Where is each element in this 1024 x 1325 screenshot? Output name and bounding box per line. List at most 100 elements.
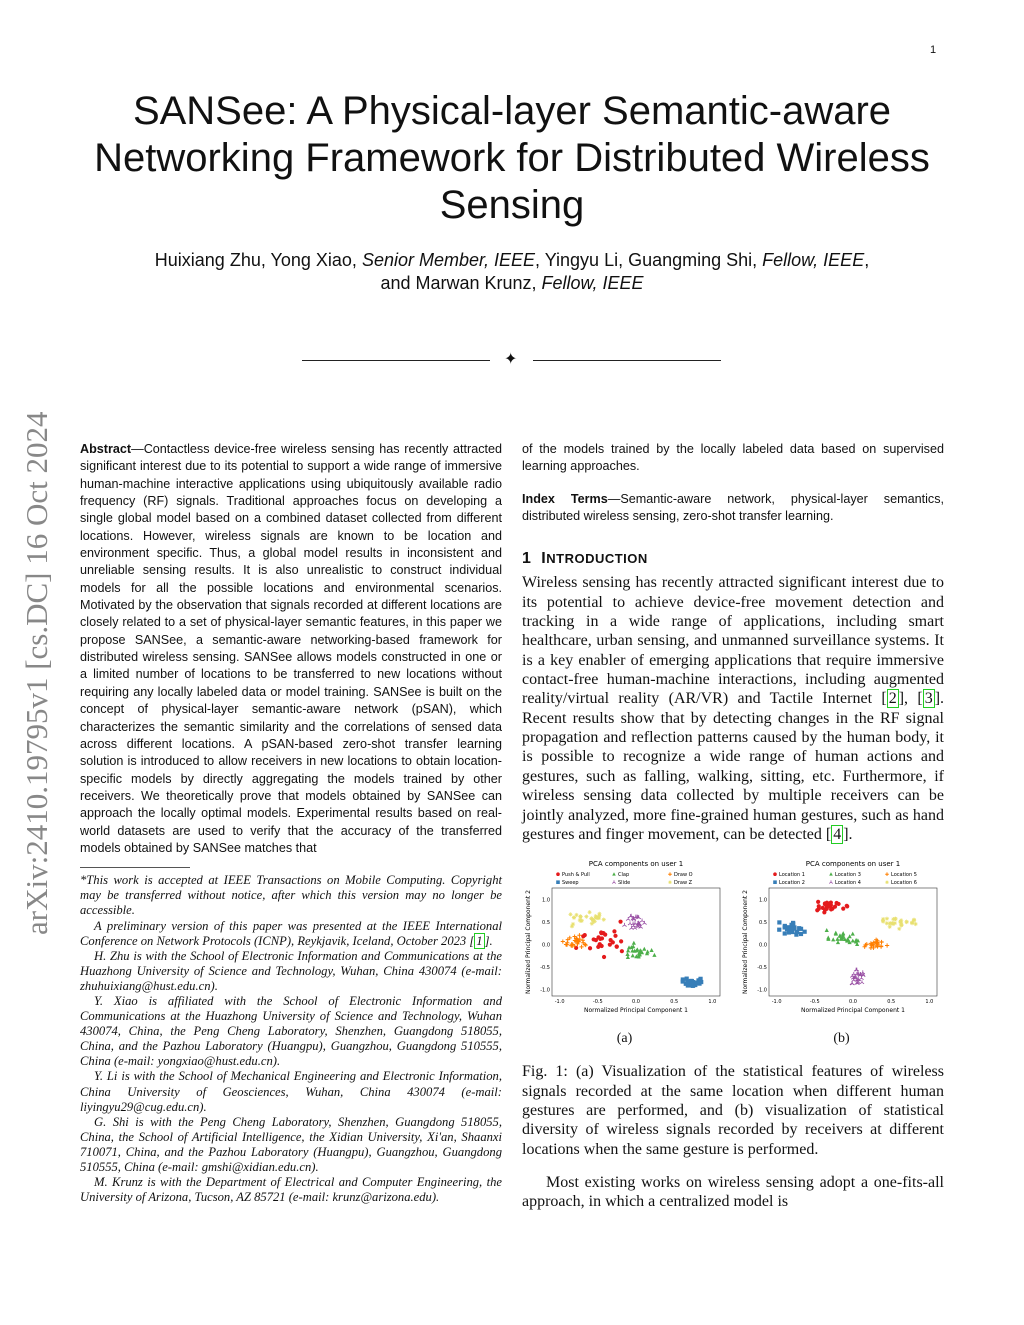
- data-point: [899, 918, 904, 923]
- data-point: [582, 933, 587, 938]
- footnotes: *This work is accepted at IEEE Transacti…: [80, 873, 502, 1205]
- data-point: [636, 951, 642, 956]
- data-point: [570, 922, 576, 927]
- authors-text: Huixiang Zhu, Yong Xiao,: [154, 250, 362, 270]
- authors-text: and Marwan Krunz,: [380, 273, 542, 293]
- author-list: Huixiang Zhu, Yong Xiao, Senior Member, …: [154, 250, 870, 293]
- data-point: [583, 943, 588, 948]
- data-point: [693, 983, 698, 988]
- data-point: [574, 945, 579, 951]
- y-tick-label: -0.5: [540, 965, 550, 971]
- data-point: [593, 914, 598, 919]
- section-title: I: [541, 550, 547, 568]
- data-point: [622, 923, 627, 928]
- data-point: [618, 919, 623, 924]
- data-point: [587, 910, 592, 915]
- data-point: [879, 940, 884, 945]
- data-point: [874, 940, 879, 945]
- data-point: [569, 942, 574, 947]
- data-point: [875, 943, 880, 949]
- data-point: [786, 930, 791, 935]
- data-point: [574, 913, 579, 918]
- data-point: [822, 907, 828, 913]
- citation-link[interactable]: 2: [886, 689, 899, 709]
- citation-link[interactable]: 3: [922, 689, 935, 709]
- data-point: [854, 938, 859, 943]
- data-point: [685, 983, 690, 988]
- data-point: [852, 973, 858, 978]
- data-point: [634, 948, 639, 953]
- legend-label: Draw Z: [674, 880, 693, 886]
- chart-title: PCA components on user 1: [589, 860, 684, 868]
- legend-label: Location 1: [779, 872, 805, 878]
- legend-marker: [773, 880, 777, 885]
- y-tick-label: 1.0: [542, 897, 550, 903]
- data-point: [689, 981, 695, 986]
- intro-paragraph: Wireless sensing has recently attracted …: [522, 574, 945, 844]
- data-point: [637, 922, 642, 927]
- footnote: Y. Xiao is affiliated with the School of…: [80, 994, 502, 1069]
- data-point: [871, 944, 876, 949]
- data-point: [625, 955, 630, 960]
- data-point: [841, 906, 846, 911]
- data-point: [777, 920, 782, 925]
- author-title: Fellow, IEEE: [762, 250, 865, 270]
- data-point: [835, 940, 841, 945]
- x-tick-label: 1.0: [708, 999, 716, 1005]
- footnote: G. Shi is with the Peng Cheng Laboratory…: [80, 1114, 502, 1175]
- data-point: [578, 915, 583, 920]
- data-point: [569, 924, 575, 929]
- data-point: [841, 931, 846, 936]
- x-tick-label: 0.5: [670, 999, 678, 1005]
- legend-marker: [668, 880, 672, 885]
- citation-link[interactable]: 1: [474, 932, 485, 949]
- data-point: [847, 940, 852, 945]
- data-point: [910, 921, 915, 926]
- data-point: [636, 953, 641, 958]
- y-tick-label: 0.0: [759, 942, 767, 948]
- legend-label: Location 4: [835, 880, 861, 886]
- citation-link[interactable]: 4: [831, 824, 844, 844]
- legend-marker: [612, 872, 616, 876]
- data-point: [892, 921, 898, 926]
- left-column: Abstract—Contactless device-free wireles…: [80, 441, 502, 1225]
- data-point: [826, 937, 831, 942]
- data-point: [630, 948, 635, 953]
- figure-caption: Fig. 1: (a) Visualization of the statist…: [522, 1063, 944, 1158]
- data-point: [885, 943, 890, 948]
- data-point: [911, 918, 917, 923]
- data-point: [625, 952, 630, 957]
- data-point: [888, 921, 893, 926]
- data-point: [897, 926, 902, 932]
- x-tick-label: -1.0: [772, 999, 782, 1005]
- data-point: [638, 948, 643, 953]
- data-point: [695, 980, 700, 985]
- data-point: [794, 932, 799, 937]
- data-point: [849, 981, 855, 986]
- data-point: [850, 938, 855, 943]
- data-point: [578, 919, 583, 924]
- diamond-icon: ✦: [504, 349, 518, 368]
- data-point: [603, 932, 608, 937]
- data-point: [855, 942, 860, 947]
- data-point: [591, 919, 596, 924]
- data-point: [832, 904, 838, 909]
- data-point: [782, 924, 787, 929]
- data-point: [576, 940, 581, 945]
- body-paragraph: Most existing works on wireless sensing …: [522, 1173, 944, 1211]
- data-point: [690, 983, 696, 989]
- data-point: [642, 946, 647, 951]
- data-point: [904, 920, 909, 925]
- author-title: Fellow, IEEE: [541, 273, 644, 293]
- data-point: [573, 936, 579, 941]
- data-point: [845, 937, 850, 942]
- y-tick-label: 0.5: [542, 920, 550, 926]
- data-point: [884, 916, 890, 921]
- y-tick-label: -1.0: [757, 987, 767, 993]
- data-point: [893, 916, 898, 922]
